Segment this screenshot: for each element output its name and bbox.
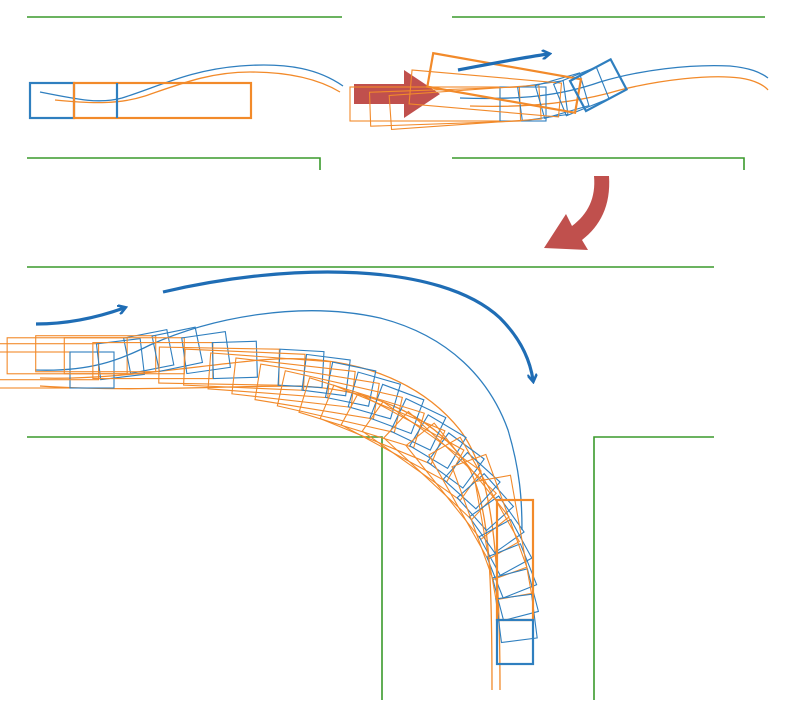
tractor-body: [151, 326, 204, 373]
tractor-trajectory: [39, 64, 344, 102]
tractor-body: [181, 331, 232, 375]
tractor-body: [426, 432, 485, 489]
tractor-body: [211, 340, 258, 380]
panel-straight-swerve: [349, 16, 769, 170]
step-arrow-right-icon: [354, 70, 440, 118]
inner-corner-wall: [27, 436, 383, 700]
motion-arrow-icon: [35, 308, 124, 326]
tractor-body: [324, 361, 377, 407]
motion-arrow-icon: [457, 54, 548, 72]
tractor-body: [369, 383, 425, 435]
tractor-body: [495, 618, 535, 666]
panel-corner-turn: [0, 266, 714, 700]
tractor-body: [568, 57, 629, 113]
vehicle-frames: [0, 326, 540, 666]
tractor-body: [69, 351, 115, 389]
trailer-trajectory: [39, 358, 501, 691]
corridor-bottom-wall: [452, 157, 745, 170]
tractor-body: [495, 593, 538, 644]
trailer-body: [72, 81, 253, 120]
motion-arrow-icon: [162, 270, 533, 380]
step-arrow-curved-down-icon: [544, 176, 610, 250]
trailer-trajectory-inner: [39, 385, 493, 691]
tractor-body: [347, 371, 402, 420]
panel-straight-start: [27, 16, 344, 170]
tractor-body: [409, 414, 467, 470]
trailer-trajectory: [54, 71, 341, 104]
corridor-bottom-wall: [27, 157, 321, 170]
outer-corner-wall: [593, 436, 714, 700]
tractor-trajectory: [459, 65, 769, 100]
tractor-body: [95, 338, 145, 381]
trailer-body: [35, 335, 157, 373]
tractor-trajectory: [34, 310, 523, 531]
vehicle-frames: [349, 51, 629, 131]
tractor-body: [552, 66, 610, 117]
